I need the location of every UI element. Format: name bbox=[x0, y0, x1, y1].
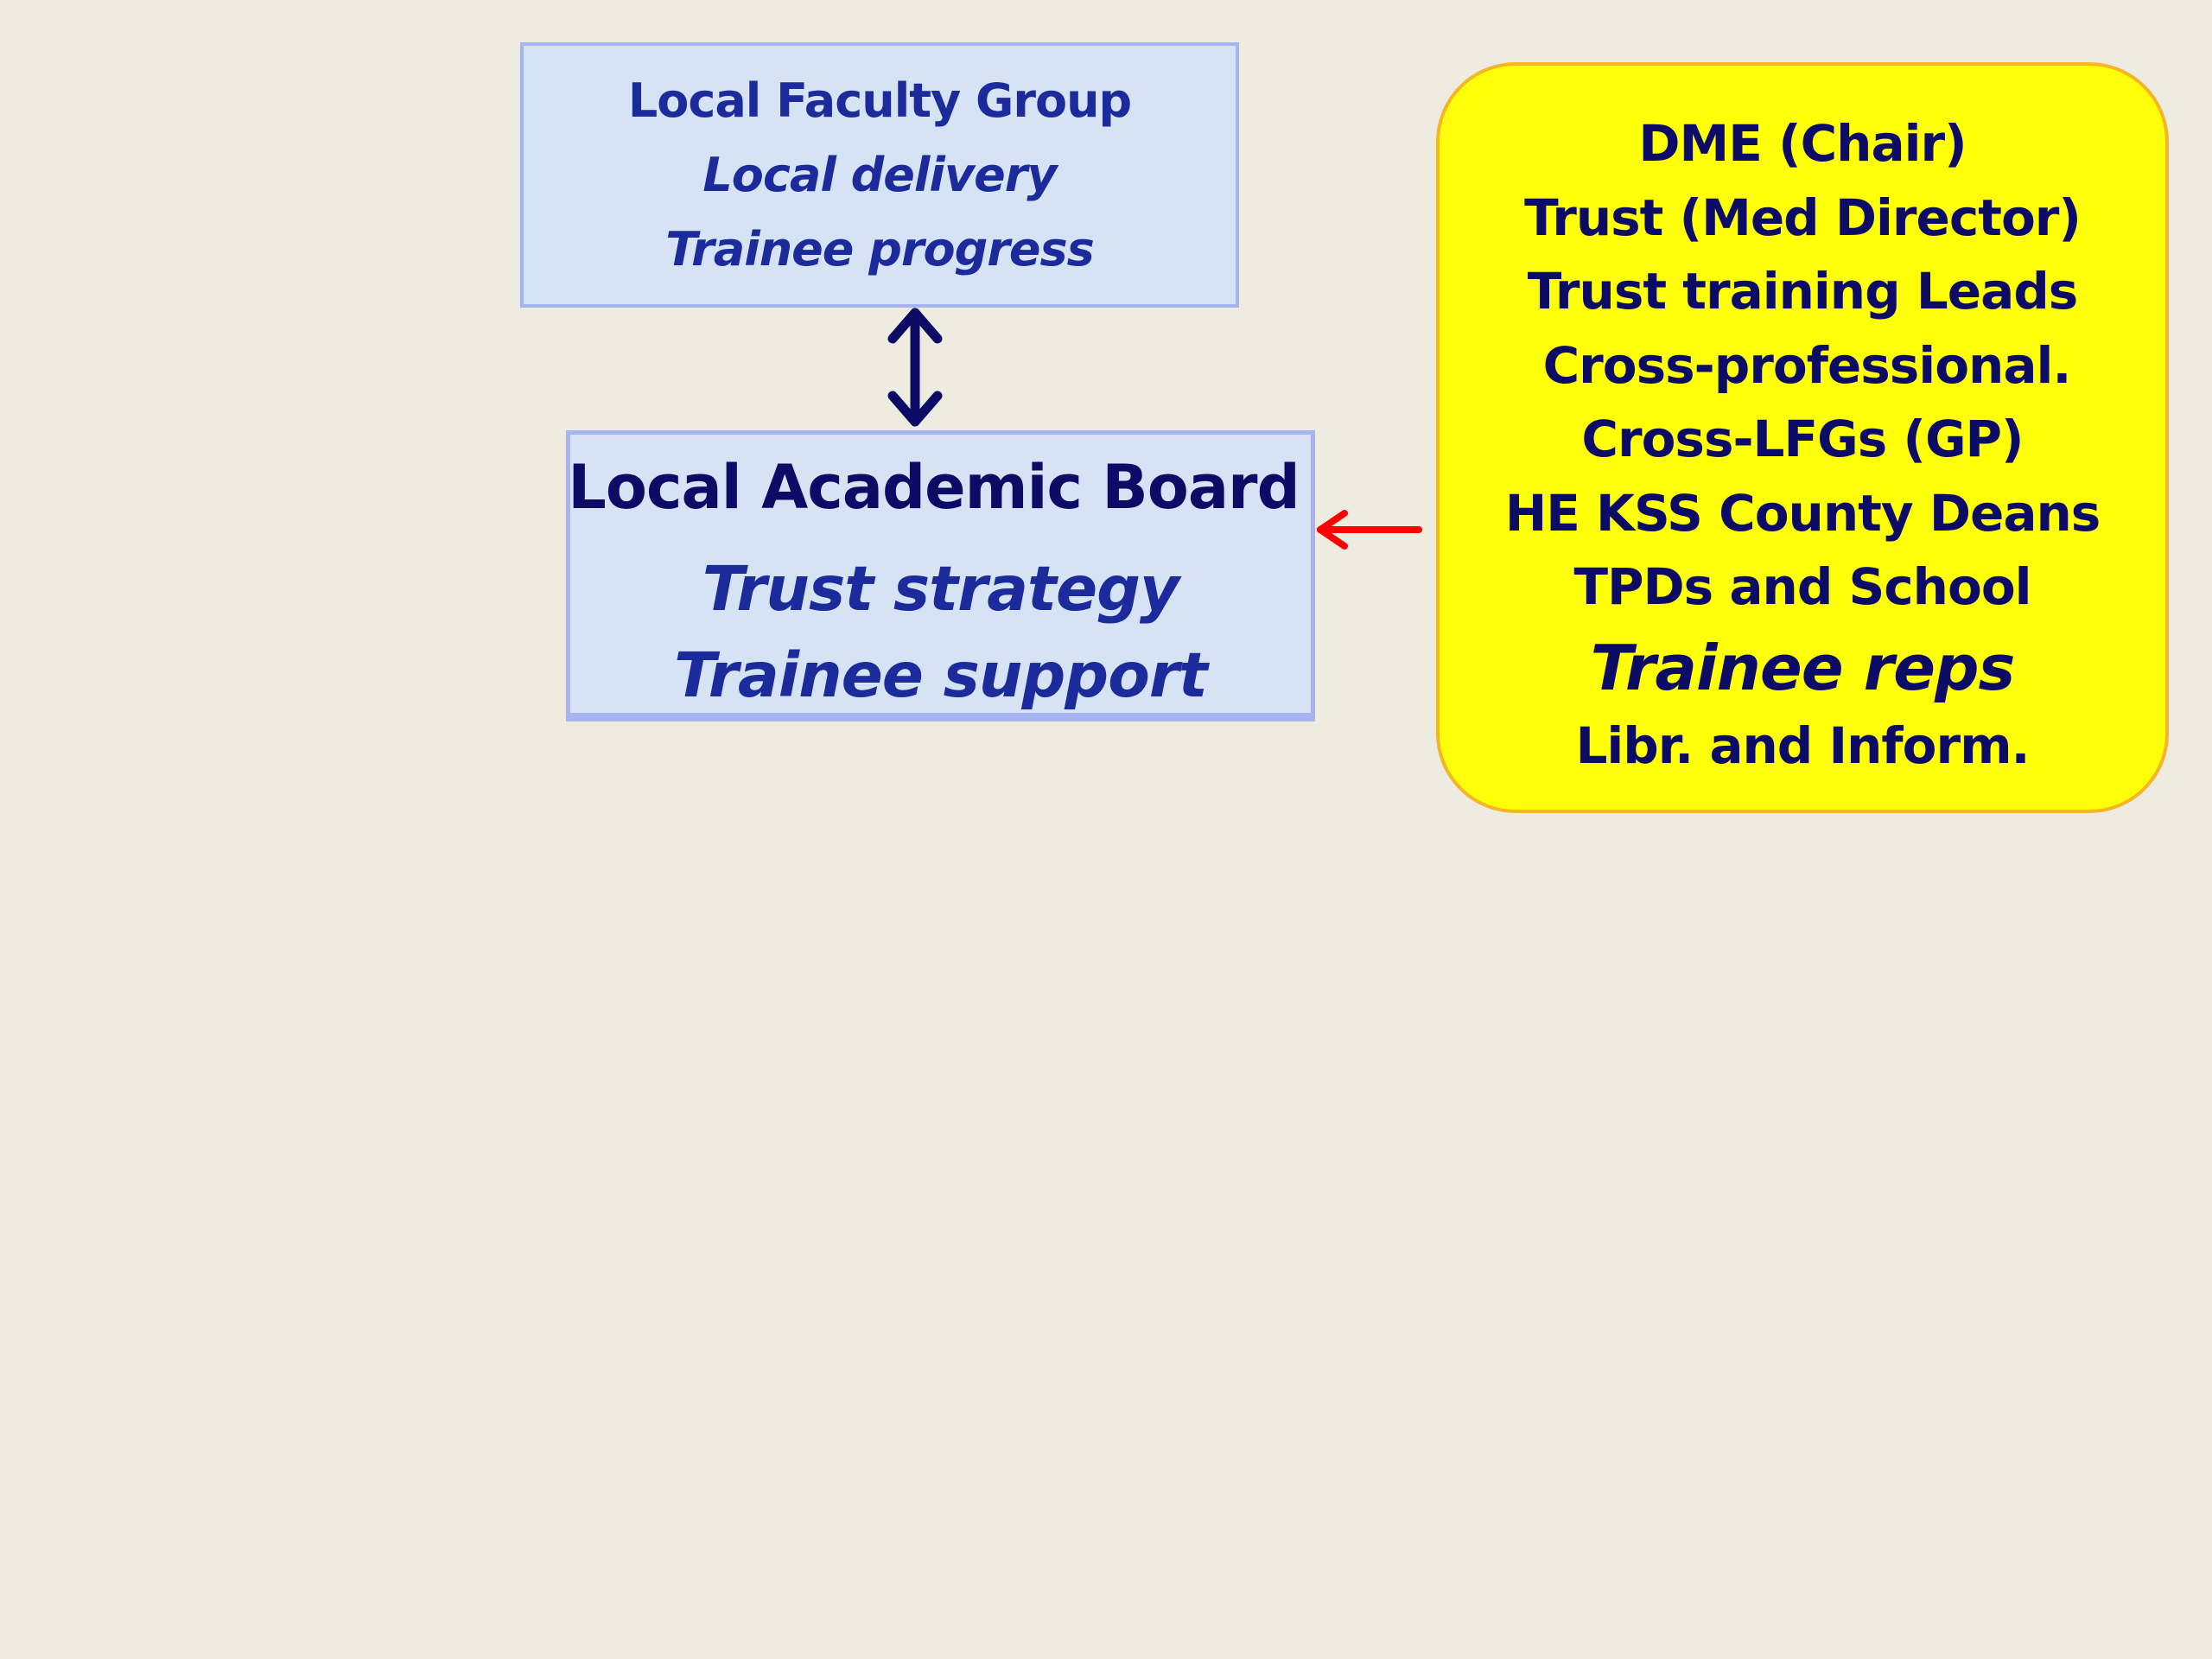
member-item: Trust (Med Director) bbox=[1524, 188, 2082, 247]
lfg-line-delivery: Local delivery bbox=[702, 147, 1057, 202]
lab-title: Local Academic Board bbox=[568, 452, 1300, 523]
member-item: Cross-LFGs (GP) bbox=[1581, 410, 2024, 468]
lfg-line-progress: Trainee progress bbox=[665, 221, 1095, 276]
board-membership-box: DME (Chair) Trust (Med Director) Trust t… bbox=[1436, 62, 2169, 813]
member-item: DME (Chair) bbox=[1638, 114, 1967, 173]
local-faculty-group-box: Local Faculty Group Local delivery Train… bbox=[520, 42, 1239, 308]
double-arrow-icon bbox=[887, 308, 943, 427]
member-item-emphasis: Trainee reps bbox=[1590, 631, 2016, 704]
member-item: Trust training Leads bbox=[1527, 262, 2079, 321]
member-item: Cross-professional. bbox=[1542, 335, 2072, 395]
member-item: HE KSS County Deans bbox=[1504, 483, 2101, 543]
member-item: TPDs and School bbox=[1573, 557, 2031, 616]
lfg-title: Local Faculty Group bbox=[627, 73, 1132, 128]
lab-line-support: Trainee support bbox=[674, 639, 1208, 711]
left-arrow-icon bbox=[1317, 510, 1422, 550]
lab-line-strategy: Trust strategy bbox=[702, 553, 1179, 625]
local-academic-board-box: Local Academic Board Trust strategy Trai… bbox=[566, 430, 1315, 721]
member-item: Libr. and Inform. bbox=[1575, 715, 2030, 775]
